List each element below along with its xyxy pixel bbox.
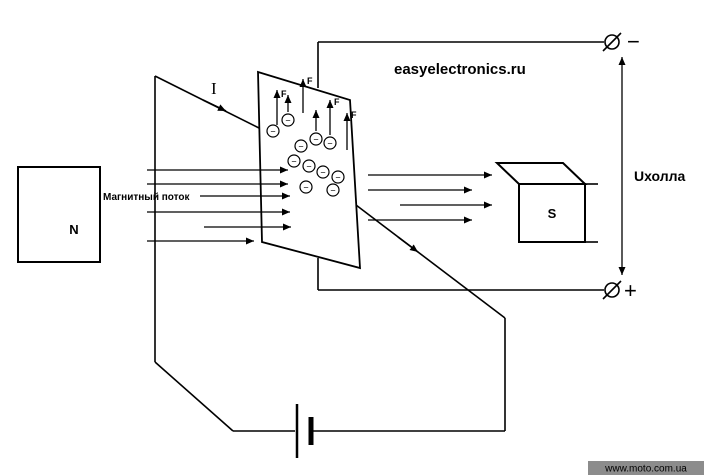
electron-charge-label: − (270, 127, 275, 137)
electron-charge-label: − (285, 116, 290, 126)
electron: − (294, 139, 308, 153)
hall-output-top: − (317, 29, 640, 88)
electron: − (331, 170, 345, 184)
electron-charge-label: − (313, 135, 318, 145)
electron-charge-label: − (327, 139, 332, 149)
electrons: − − − − − − − − − − − (266, 113, 345, 197)
electron: − (266, 124, 280, 138)
current-direction-arrow (397, 236, 419, 253)
south-magnet-top-face (494, 162, 588, 185)
force-label: F (307, 76, 313, 86)
plus-terminal-label: + (624, 278, 637, 303)
electron: − (326, 183, 340, 197)
force-label: F (351, 110, 357, 120)
electron-charge-label: − (335, 173, 340, 183)
electron: − (316, 165, 330, 179)
south-magnet-front-face (518, 183, 586, 243)
electron-charge-label: − (330, 186, 335, 196)
left-wire-diagonal (154, 361, 234, 432)
south-pole-label: S (548, 206, 557, 221)
site-title: easyelectronics.ru (394, 61, 526, 78)
magnetic-flux-right (368, 171, 492, 224)
electron-charge-label: − (303, 183, 308, 193)
electron-charge-label: − (298, 142, 303, 152)
north-magnet-body (17, 166, 101, 263)
electron-charge-label: − (291, 157, 296, 167)
hall-voltage: Uхолла (618, 57, 686, 275)
magnetic-flux-label: Магнитный поток (103, 192, 191, 203)
electron: − (287, 154, 301, 168)
terminal-slash (602, 280, 622, 300)
electron-charge-label: − (306, 162, 311, 172)
electron-charge-label: − (320, 168, 325, 178)
north-magnet: N (17, 166, 101, 263)
hall-output-bottom: + (317, 258, 637, 303)
magnetic-flux-left: Магнитный поток (103, 166, 291, 245)
watermark: www.moto.com.ua (588, 461, 704, 475)
lorentz-forces: F F F F (273, 76, 357, 150)
minus-terminal-label: − (627, 29, 640, 54)
current-label: I (211, 79, 217, 98)
electron: − (281, 113, 295, 127)
force-label: F (334, 97, 340, 107)
electron: − (299, 180, 313, 194)
hall-voltage-label: Uхолла (634, 168, 686, 184)
return-wire-diagonal (355, 204, 506, 319)
electron: − (309, 132, 323, 146)
force-label: F (281, 89, 287, 99)
terminal-slash (602, 32, 622, 52)
supply-circuit: I (154, 75, 506, 458)
south-magnet: S (494, 162, 598, 243)
north-pole-label: N (69, 222, 78, 237)
current-direction-arrow (202, 99, 227, 112)
watermark-text: www.moto.com.ua (604, 464, 687, 475)
watermark-strip (588, 461, 704, 475)
electron: − (323, 136, 337, 150)
electron: − (302, 159, 316, 173)
